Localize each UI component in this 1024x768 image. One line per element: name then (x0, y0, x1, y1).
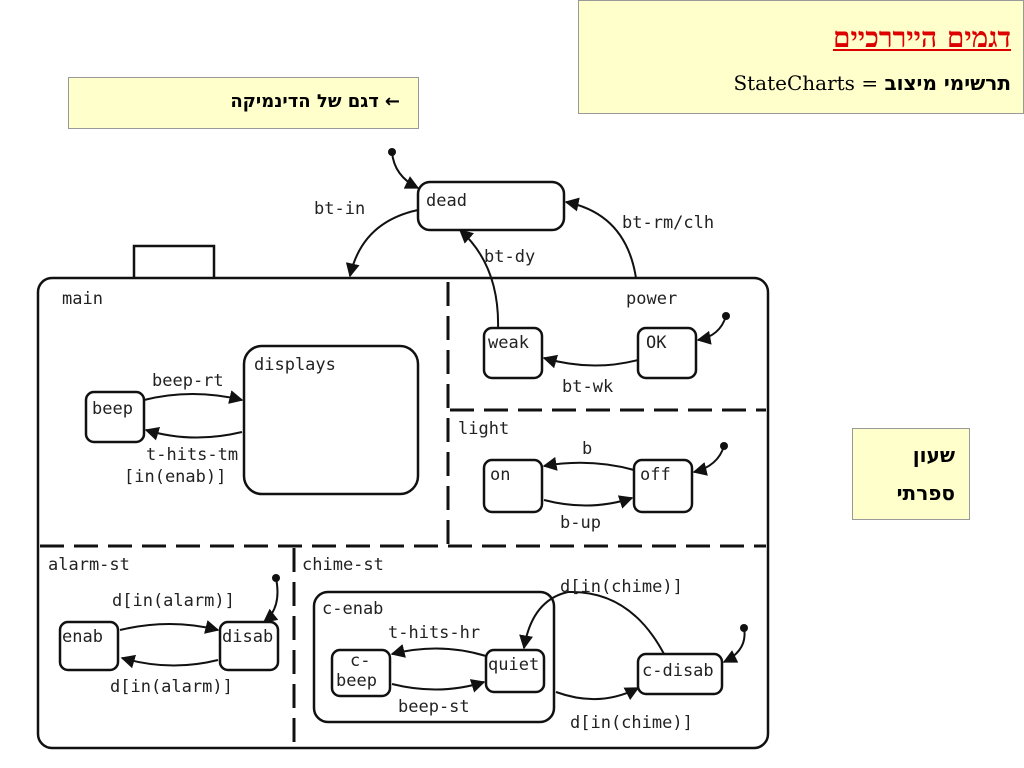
state-disab-label: disab (222, 627, 273, 647)
state-c-enab-label: c-enab (322, 599, 383, 619)
label-bt-in: bt-in (314, 199, 365, 219)
ok-default-arrow (696, 315, 727, 345)
state-weak-label: weak (488, 333, 529, 353)
note-line-1: שעון (912, 443, 955, 467)
dynamics-model-callout: ←דגם של הדינמיקה (68, 77, 419, 129)
t-hits-hr-arrow (390, 644, 487, 658)
note-line-2: ספרתי (896, 481, 955, 505)
d-in-chime-bottom-arrow (555, 687, 640, 701)
subtitle-equals: = (861, 71, 879, 95)
b-up-arrow (543, 495, 634, 509)
label-bt-dy: bt-dy (484, 247, 535, 267)
d-in-alarm-top-arrow (119, 620, 220, 634)
state-dead (416, 180, 566, 232)
state-on (482, 458, 544, 514)
state-on-label: on (490, 465, 510, 485)
page-title: דגמים הייררכיים (832, 21, 1011, 54)
label-t-hits-hr: t-hits-hr (388, 623, 480, 643)
state-off-label: off (640, 465, 671, 485)
subtitle-latin: StateCharts (733, 71, 855, 95)
label-bt-wk: bt-wk (562, 377, 613, 397)
label-d-in-alarm-top: d[in(alarm)] (112, 591, 235, 611)
beep-st-arrow (391, 679, 486, 693)
state-c-beep-label-2: beep (336, 671, 377, 691)
state-c-disab (636, 652, 724, 696)
label-b: b (582, 439, 592, 459)
d-in-chime-top-arrow (519, 590, 665, 655)
state-beep (84, 390, 146, 444)
dynamics-model-label: דגם של הדינמיקה (230, 91, 379, 112)
state-ok (636, 326, 698, 380)
state-beep-label: beep (92, 399, 133, 419)
label-t-hits-tm: t-hits-tm (146, 445, 238, 465)
bt-in-arrow (345, 209, 419, 278)
label-bt-rm-clh: bt-rm/clh (622, 213, 714, 233)
region-main-label: main (62, 289, 103, 309)
bt-rm-clh-arrow (564, 197, 637, 279)
bt-wk-arrow (542, 354, 639, 369)
b-arrow (542, 456, 635, 471)
c-disab-default-arrow (722, 627, 746, 663)
state-dead-label: dead (426, 191, 467, 211)
region-power-label: power (626, 289, 677, 309)
label-d-in-chime-top: d[in(chime)] (560, 577, 683, 597)
disab-default-arrow (262, 577, 279, 623)
state-c-beep (330, 648, 392, 698)
state-displays (242, 344, 420, 496)
page-subtitle: תרשימי מיצוב = StateCharts (733, 71, 1011, 95)
subtitle-hebrew: תרשימי מיצוב (884, 71, 1011, 95)
alive-tab (132, 244, 216, 282)
state-weak (482, 326, 544, 380)
arrow-left-icon: ← (384, 91, 400, 112)
beep-rt-arrow (143, 390, 244, 404)
d-in-alarm-bottom-arrow (120, 654, 219, 669)
region-chime-st-label: chime-st (302, 555, 384, 575)
state-enab-label: enab (62, 627, 103, 647)
state-c-disab-label: c-disab (642, 661, 714, 681)
label-in-enab: [in(enab)] (124, 467, 226, 487)
state-c-beep-label-1: c- (350, 651, 370, 671)
state-displays-label: displays (254, 355, 336, 375)
state-ok-label: OK (646, 333, 667, 353)
state-quiet (484, 648, 546, 694)
digital-watch-note: שעון ספרתי (852, 428, 970, 520)
label-d-in-alarm-bottom: d[in(alarm)] (110, 677, 233, 697)
label-d-in-chime-bottom: d[in(chime)] (570, 713, 693, 733)
label-b-up: b-up (560, 513, 601, 533)
region-alarm-st-label: alarm-st (48, 555, 130, 575)
t-hits-tm-arrow (144, 426, 243, 441)
label-beep-st: beep-st (398, 697, 470, 717)
dead-default-arrow (391, 151, 420, 189)
state-disab (218, 620, 280, 672)
state-quiet-label: quiet (488, 655, 539, 675)
region-light-label: light (458, 419, 509, 439)
off-default-arrow (692, 445, 725, 476)
state-off (632, 458, 694, 514)
title-callout: דגמים הייררכיים תרשימי מיצוב = StateChar… (578, 0, 1024, 114)
bt-dy-arrow (458, 229, 500, 331)
label-beep-rt: beep-rt (152, 371, 224, 391)
state-enab (58, 620, 120, 672)
